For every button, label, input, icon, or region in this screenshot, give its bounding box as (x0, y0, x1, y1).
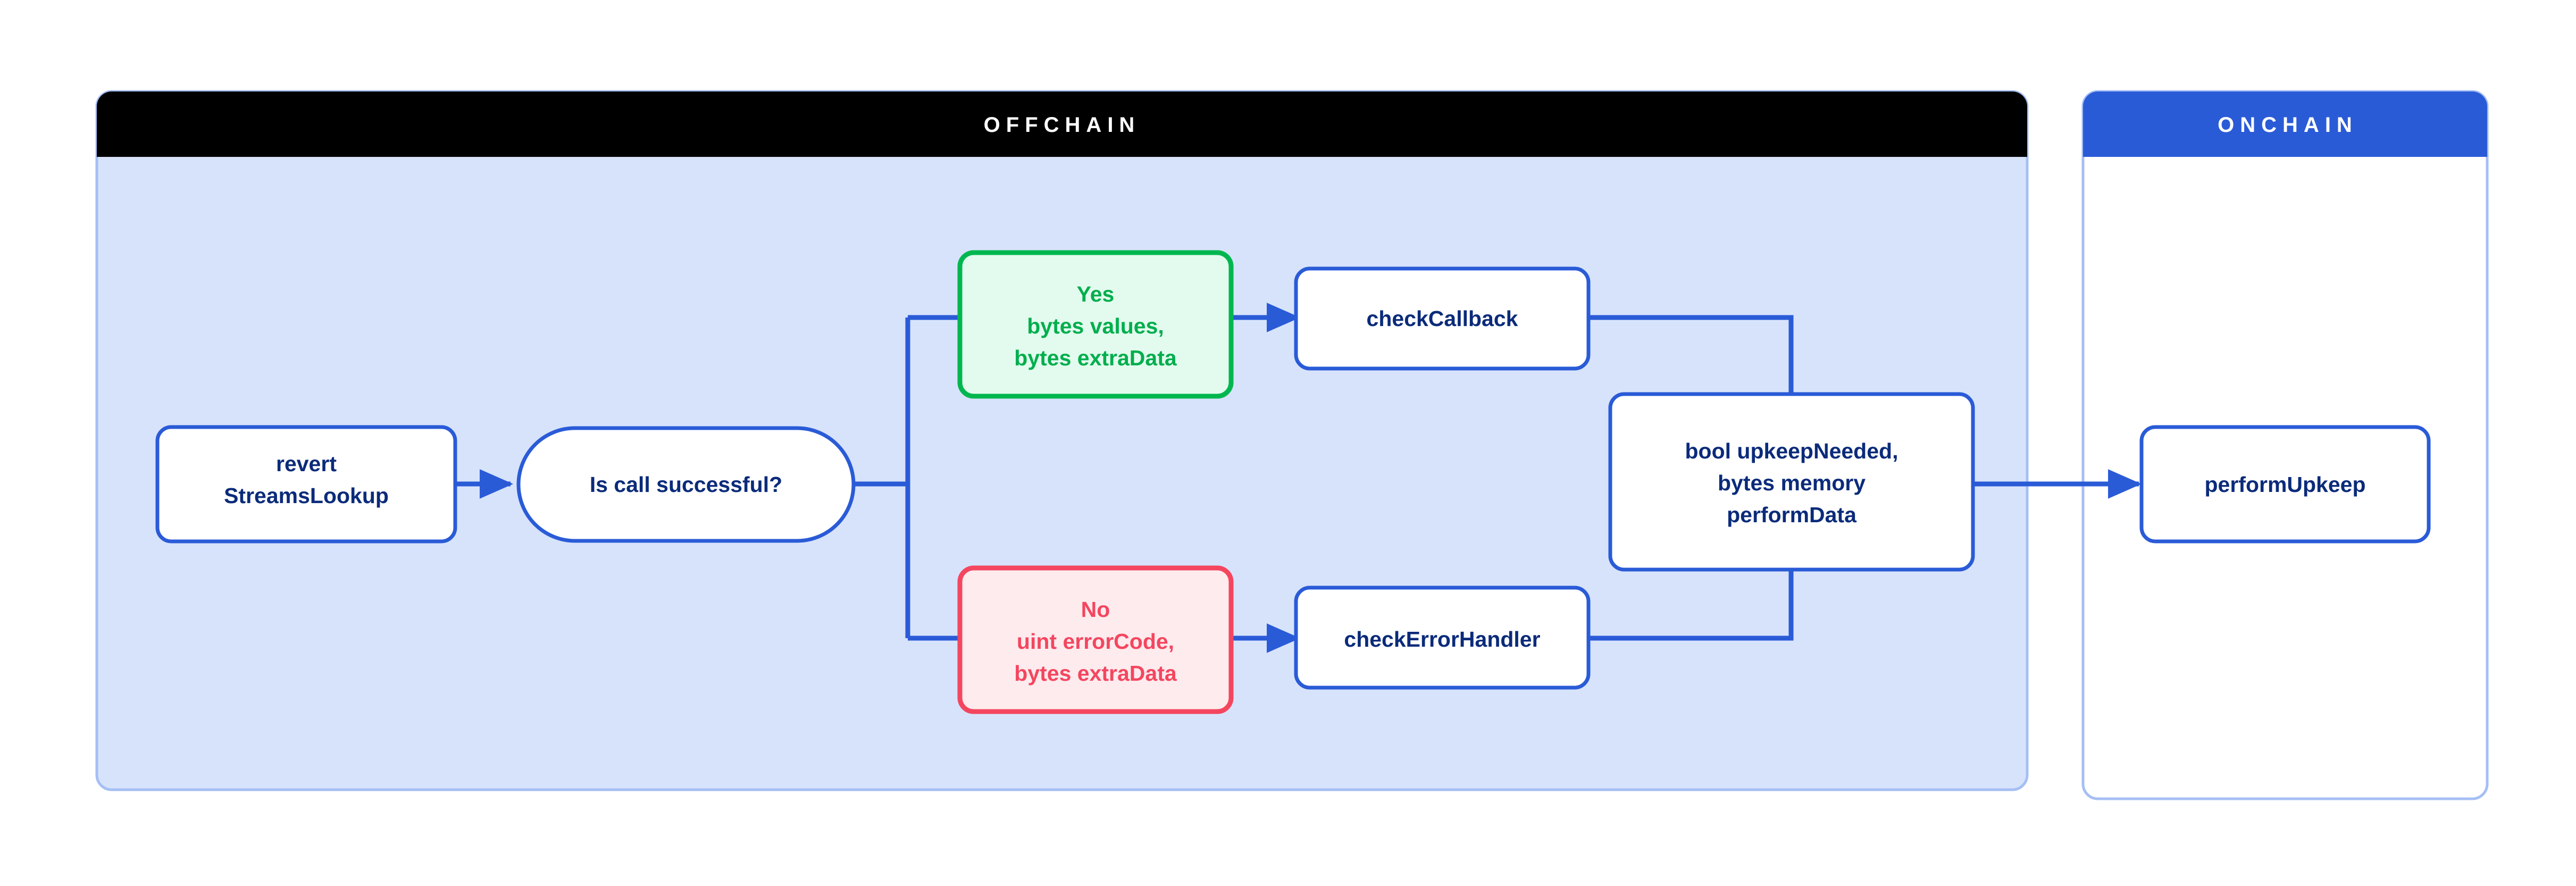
node-is-call-successful-label: Is call successful? (590, 472, 782, 497)
node-upkeep-result[interactable]: bool upkeepNeeded, bytes memory performD… (1608, 392, 1975, 572)
offchain-panel-title: OFFCHAIN (984, 113, 1141, 137)
node-perform-upkeep-label: performUpkeep (2204, 472, 2365, 497)
node-perform-upkeep-box[interactable] (2139, 425, 2431, 544)
node-perform-upkeep[interactable]: performUpkeep (2139, 425, 2431, 544)
node-no-branch-line-3: bytes extraData (1014, 661, 1177, 686)
edge-checkerrorhandler-to-upkeepresult (1588, 566, 1794, 641)
node-revert-streamslookup-box[interactable] (155, 425, 457, 544)
node-no-branch[interactable]: No uint errorCode, bytes extraData (957, 565, 1234, 714)
node-upkeep-result-line-1: bool upkeepNeeded, (1685, 439, 1898, 463)
node-yes-branch-line-3: bytes extraData (1014, 346, 1177, 370)
node-revert-streamslookup-line-1: revert (276, 452, 337, 476)
node-yes-branch-line-1: Yes (1077, 282, 1115, 306)
edge-checkcallback-to-upkeepresult (1588, 315, 1794, 396)
node-check-error-handler-label: checkErrorHandler (1344, 627, 1540, 651)
edges-layer (455, 303, 2142, 653)
onchain-panel-title: ONCHAIN (2218, 113, 2358, 137)
node-is-call-successful[interactable]: Is call successful? (516, 426, 856, 543)
node-revert-streamslookup-line-2: StreamsLookup (224, 483, 389, 508)
node-check-callback-label: checkCallback (1367, 306, 1518, 331)
node-no-branch-box[interactable] (957, 565, 1234, 714)
node-upkeep-result-box[interactable] (1608, 392, 1975, 572)
node-no-branch-line-2: uint errorCode, (1017, 629, 1174, 654)
node-upkeep-result-line-2: bytes memory (1718, 471, 1866, 495)
node-no-branch-line-1: No (1081, 597, 1110, 622)
offchain-panel-header (97, 91, 2027, 157)
node-check-callback-box[interactable] (1294, 266, 1591, 371)
node-revert-streamslookup[interactable]: revert StreamsLookup (155, 425, 457, 544)
onchain-panel-header (2083, 91, 2487, 157)
node-check-error-handler-box[interactable] (1294, 586, 1591, 690)
node-yes-branch[interactable]: Yes bytes values, bytes extraData (957, 250, 1234, 399)
node-check-callback[interactable]: checkCallback (1294, 266, 1591, 371)
node-check-error-handler[interactable]: checkErrorHandler (1294, 586, 1591, 690)
node-is-call-successful-box[interactable] (516, 426, 856, 543)
node-yes-branch-line-2: bytes values, (1027, 314, 1164, 338)
node-yes-branch-box[interactable] (957, 250, 1234, 399)
node-upkeep-result-line-3: performData (1727, 503, 1857, 527)
